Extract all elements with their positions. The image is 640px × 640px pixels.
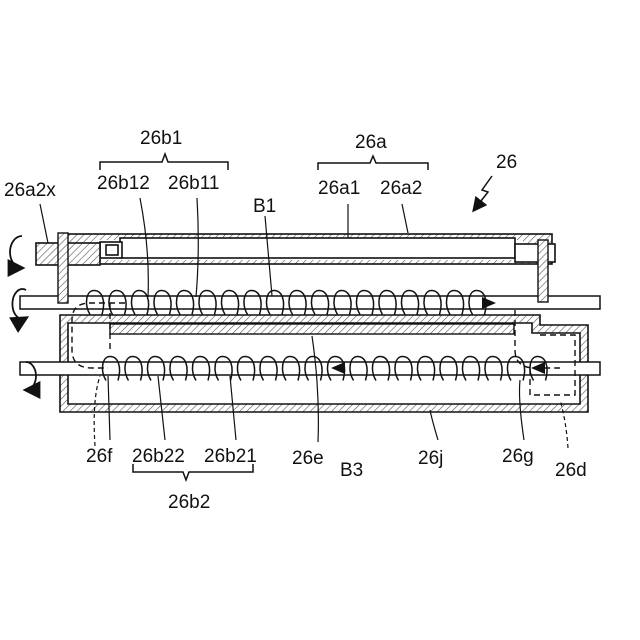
label-26b11: 26b11 <box>168 173 219 194</box>
rotation-arrow-roller <box>10 236 22 268</box>
roller-shaft-right <box>515 244 555 262</box>
label-26b22: 26b22 <box>132 446 185 467</box>
label-26g: 26g <box>502 446 534 467</box>
upper-screw-26b1 <box>20 291 600 315</box>
label-26f: 26f <box>86 446 113 467</box>
label-26b2: 26b2 <box>168 492 210 513</box>
partition-wall-26e <box>110 324 514 334</box>
roller-sleeve-26a1 <box>120 238 515 258</box>
label-26: 26 <box>496 152 517 173</box>
label-B3: B3 <box>340 460 363 481</box>
label-26b12: 26b12 <box>97 173 150 194</box>
label-26d: 26d <box>555 460 587 481</box>
developing-roller-26a <box>36 234 555 265</box>
leader-arrow-26 <box>474 176 492 210</box>
upper-screw-shaft <box>20 296 600 309</box>
brace-26b1 <box>100 154 228 170</box>
label-26b1: 26b1 <box>140 128 182 149</box>
brace-26a <box>318 156 428 170</box>
label-26a2: 26a2 <box>380 178 422 199</box>
label-B1: B1 <box>253 196 276 217</box>
label-26b21: 26b21 <box>204 446 257 467</box>
lower-screw-shaft <box>20 362 600 375</box>
label-26j: 26j <box>418 448 443 469</box>
label-26a1: 26a1 <box>318 178 360 199</box>
label-26a2x: 26a2x <box>4 180 56 201</box>
label-26a: 26a <box>355 132 387 153</box>
label-26e: 26e <box>292 448 324 469</box>
